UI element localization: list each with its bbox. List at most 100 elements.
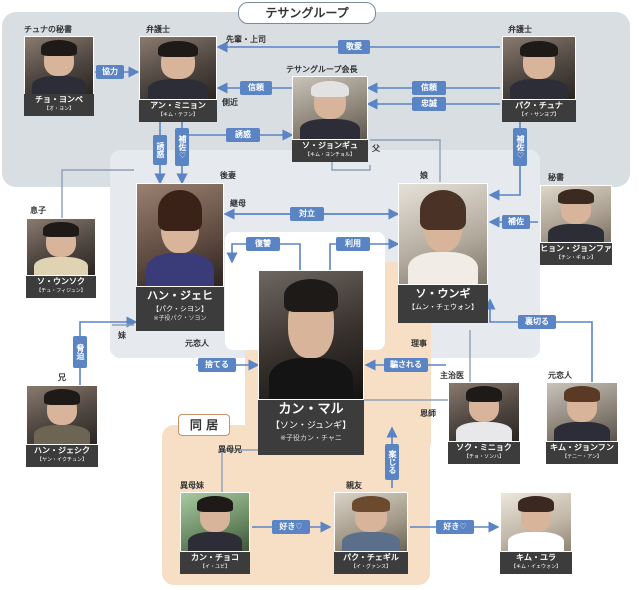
tag-son: 息子 [30, 206, 46, 215]
rel-assist-park: 補佐♡ [513, 128, 527, 166]
rel-threaten: 脅迫 [73, 336, 87, 368]
actor-son: 【チュ・フィジュン】 [36, 288, 86, 294]
line-father-stepmother [331, 162, 371, 171]
person-doctor[interactable]: ソク・ミニョク 【チョ・ソンハ】 [448, 382, 520, 464]
actor-brother: 【ヤン・イクチュン】 [37, 457, 87, 463]
name-exlover-kim: キム・ジョンフン [550, 443, 614, 452]
portrait-son [26, 218, 96, 276]
line-betray [484, 298, 593, 382]
name-lawyer-an: アン・ミニョン [150, 101, 206, 110]
tag-secretary-chuna: チュナの秘書 [24, 25, 72, 34]
rel-cooperate: 協力 [96, 65, 124, 79]
line-use [329, 238, 400, 270]
portrait-choko [180, 492, 250, 552]
person-exlover-kim[interactable]: キム・ジョンフン 【テニー・アン】 [546, 382, 618, 464]
actor-secretary-hyun: 【チン・ギョン】 [555, 255, 596, 261]
name-chegil: パク・チェギル [343, 553, 399, 562]
tag-secretary-hyun: 秘書 [548, 173, 564, 182]
actor-eungi: 【ムン・チェウォン】 [408, 303, 478, 311]
actor-chairman: 【キム・ヨンチョル】 [304, 152, 355, 158]
rel-like1: 好き♡ [272, 520, 310, 534]
label-halfbrother: 異母兄 [218, 445, 242, 454]
rel-seduce-v: 誘惑 [153, 135, 167, 165]
portrait-lawyer-an [139, 36, 217, 100]
person-yura[interactable]: キム・ユラ 【キム・イェウォン】 [500, 492, 572, 574]
portrait-doctor [448, 382, 520, 442]
label-sister: 妹 [118, 331, 126, 340]
actor-chegil: 【イ・グァンス】 [351, 564, 391, 570]
rel-trust-left: 信頼 [240, 81, 272, 95]
rel-use: 利用 [336, 237, 370, 251]
note-jaehee: ※子役パク・ソヨン [153, 315, 207, 322]
rel-abandon: 捨てる [198, 358, 236, 372]
person-brother[interactable]: ハン・ジェシク 【ヤン・イクチュン】 [26, 385, 98, 467]
actor-exlover-kim: 【テニー・アン】 [562, 454, 602, 460]
name-brother: ハン・ジェシク [34, 446, 90, 455]
person-son[interactable]: ソ・ウンソク 【チュ・フィジュン】 [26, 218, 96, 298]
tag-exlover-kim: 元恋人 [548, 371, 572, 380]
tag-chegil: 親友 [346, 481, 362, 490]
line-threaten [79, 316, 138, 388]
portrait-lawyer-park [502, 36, 576, 100]
actor-doctor: 【チョ・ソンハ】 [463, 454, 504, 460]
person-lawyer-park[interactable]: パク・チュナ 【イ・サンヨプ】 [502, 36, 576, 122]
label-director: 理事 [411, 339, 427, 348]
rel-worry: 案じる [385, 444, 399, 480]
label-father: 父 [372, 144, 380, 153]
portrait-chairman [292, 76, 368, 140]
person-secretary-hyun[interactable]: ヒョン・ジョンファ 【チン・ギョン】 [540, 185, 612, 265]
person-eungi[interactable]: ソ・ウンギ 【ムン・チェウォン】 [398, 183, 488, 323]
line-father-daughter [370, 139, 441, 182]
tag-chairman: テサングループ会長 [286, 65, 358, 74]
portrait-exlover-kim [546, 382, 618, 442]
tag-lawyer-an: 弁護士 [146, 25, 170, 34]
actor-maru: 【ソン・ジュンギ】 [270, 421, 352, 431]
name-lawyer-park: パク・チュナ [515, 101, 563, 110]
name-son: ソ・ウンソク [37, 277, 85, 286]
name-jaehee: ハン・ジェヒ [147, 289, 213, 302]
person-chairman[interactable]: ソ・ジョンギュ 【キム・ヨンチョル】 [292, 76, 368, 162]
portrait-brother [26, 385, 98, 445]
name-yura: キム・ユラ [516, 553, 556, 562]
person-jaehee[interactable]: ハン・ジェヒ 【パク・シヨン】 ※子役パク・ソヨン [136, 183, 224, 331]
label-mentor: 恩師 [420, 409, 436, 418]
person-maru[interactable]: カン・マル 【ソン・ジュンギ】 ※子役カン・チャニ [258, 270, 364, 455]
rel-assist-hyun: 補佐 [502, 215, 530, 229]
label-stepmother: 継母 [230, 199, 246, 208]
person-secretary-chuna[interactable]: チョ・ヨンベ 【オ・ヨン】 [24, 36, 94, 116]
line-halfbrother [221, 449, 258, 492]
name-secretary-hyun: ヒョン・ジョンファ [540, 244, 612, 253]
label-aide: 側近 [222, 98, 238, 107]
actor-choko: 【イ・ユビ】 [199, 564, 230, 570]
tag-lawyer-park: 弁護士 [508, 25, 532, 34]
portrait-secretary-chuna [24, 36, 94, 96]
house-banner: 同 居 [178, 414, 230, 436]
actor-lawyer-park: 【イ・サンヨプ】 [518, 112, 559, 118]
name-doctor: ソク・ミニョク [456, 443, 512, 452]
actor-secretary-chuna: 【オ・ヨン】 [43, 106, 74, 112]
actor-jaehee: 【パク・シヨン】 [152, 305, 208, 313]
rel-oppose: 対立 [290, 207, 324, 221]
tag-brother: 兄 [58, 373, 66, 382]
name-chairman: ソ・ジョンギュ [302, 141, 358, 150]
name-secretary-chuna: チョ・ヨンベ [35, 95, 83, 104]
company-banner: テサングループ [238, 2, 376, 24]
tag-doctor: 主治医 [440, 371, 464, 380]
portrait-chegil [334, 492, 408, 552]
name-choko: カン・チョコ [191, 553, 239, 562]
portrait-yura [500, 492, 572, 552]
tag-choko: 異母妹 [180, 481, 204, 490]
rel-respect: 敬愛 [338, 40, 370, 54]
person-lawyer-an[interactable]: アン・ミニョン 【キム・テフン】 [139, 36, 217, 122]
rel-loyal: 忠誠 [412, 97, 446, 111]
person-chegil[interactable]: パク・チェギル 【イ・グァンス】 [334, 492, 408, 574]
person-choko[interactable]: カン・チョコ 【イ・ユビ】 [180, 492, 250, 574]
portrait-jaehee [136, 183, 224, 287]
label-exlover: 元恋人 [185, 339, 209, 348]
label-boss: 先輩・上司 [226, 35, 266, 44]
line-son [61, 169, 134, 218]
rel-seduce-h: 誘惑 [226, 128, 260, 142]
rel-assist-an: 補佐♡ [175, 128, 189, 166]
portrait-eungi [398, 183, 488, 285]
actor-yura: 【キム・イェウォン】 [510, 564, 561, 570]
